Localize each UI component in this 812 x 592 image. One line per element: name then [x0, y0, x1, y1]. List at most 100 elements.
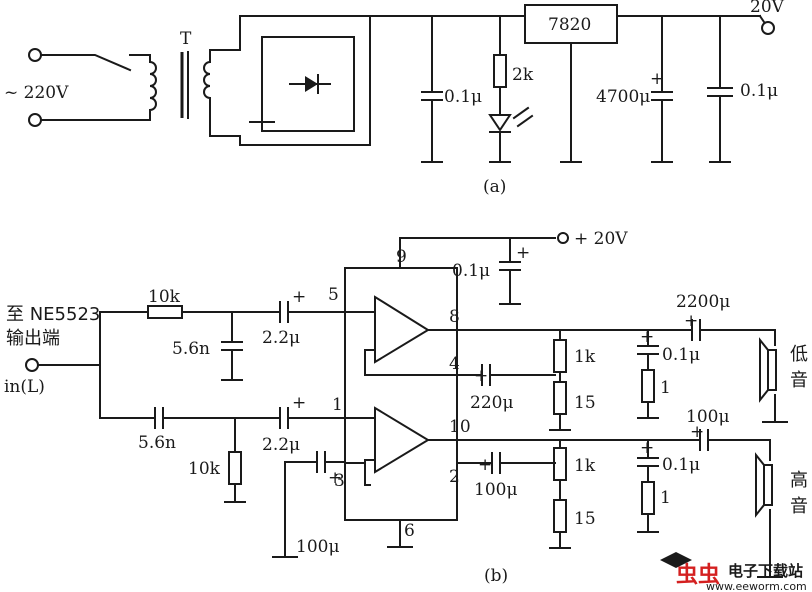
capacitor-100u-pin2 [491, 452, 501, 474]
diode-icon [305, 76, 318, 92]
watermark-url: www.eeworm.com [706, 580, 807, 592]
c-5n6-bot-label: 5.6n [138, 433, 176, 453]
c-2200u-label: 2200μ [676, 292, 730, 312]
pin-3: 3 [334, 471, 345, 491]
c-220u-plus: + [474, 366, 488, 386]
r-15-top-label: 15 [574, 393, 596, 413]
resistor-2k [493, 54, 507, 88]
c-0u1-bot-plus: + [640, 438, 654, 458]
pin-10: 10 [449, 417, 471, 437]
c-2u2-top-plus: + [292, 287, 306, 307]
capacitor-100u-pin3 [316, 451, 326, 473]
r-10k-bot-label: 10k [188, 459, 221, 479]
watermark: 虫虫 电子下载站 www.eeworm.com [660, 552, 807, 592]
input-terminal [25, 358, 39, 372]
caption-b: (b) [484, 566, 508, 586]
pin-4: 4 [449, 354, 460, 374]
speaker-high-label-1: 高 [790, 470, 808, 491]
resistor-10k-top [147, 305, 183, 319]
capacitor-100u-out [699, 429, 709, 451]
c-bulk-label: 4700μ [596, 87, 650, 107]
regulator-label: 7820 [548, 15, 591, 35]
c-5n6-top-label: 5.6n [172, 339, 210, 359]
c-2200u-plus: + [684, 311, 698, 331]
input-label-line3: in(L) [4, 377, 45, 397]
pin-8: 8 [449, 307, 460, 327]
c-bulk-plus: + [650, 69, 664, 89]
input-label-line1: 至 NE5523 [6, 304, 100, 325]
led-icon [488, 114, 512, 132]
supply-label: + 20V [574, 229, 628, 249]
capacitor-4700u [651, 15, 673, 163]
speaker-high-label-2: 音 [790, 496, 808, 517]
graduation-cap-icon [660, 552, 692, 568]
circuit-a [28, 4, 775, 163]
c-100u-pin3-label: 100μ [296, 537, 340, 557]
c-100u-pin3-plus: + [328, 468, 342, 488]
capacitor-supply [499, 237, 521, 305]
mains-label: ~ 220V [4, 83, 69, 103]
caption-a: (a) [483, 177, 506, 197]
r-led-label: 2k [512, 65, 534, 85]
capacitor-2u2-top [279, 301, 289, 323]
pin-2: 2 [449, 467, 460, 487]
c-2u2-bot-label: 2.2μ [262, 435, 300, 455]
transformer-label: T [180, 29, 192, 49]
pin-6: 6 [404, 521, 415, 541]
speaker-low-icon [767, 349, 777, 391]
pin-9: 9 [396, 247, 407, 267]
c-2u2-bot-plus: + [292, 393, 306, 413]
transformer-secondary [203, 49, 211, 137]
r-1k-top-label: 1k [574, 347, 596, 367]
capacitor-0u1-bot [637, 439, 659, 483]
resistor-10k-bot [228, 451, 242, 485]
c-0u1-bot-label: 0.1μ [662, 455, 700, 475]
mains-switch [40, 54, 132, 72]
c-0u1-top-plus: + [640, 327, 654, 347]
capacitor-220u [481, 364, 491, 386]
r-1k-bot-label: 1k [574, 456, 596, 476]
ground-icon [249, 83, 275, 123]
speaker-low-label-1: 低 [790, 344, 808, 365]
capacitor-0u1-b [707, 15, 733, 163]
c-filter2-label: 0.1μ [740, 81, 778, 101]
c-filter1-label: 0.1μ [444, 87, 482, 107]
c-supply-plus: + [516, 243, 530, 263]
capacitor-0u1-top [637, 329, 659, 371]
capacitor-0u1-a [421, 15, 443, 163]
c-2u2-top-label: 2.2μ [262, 328, 300, 348]
resistor-1k-top [553, 339, 567, 373]
capacitor-2u2-bot [279, 407, 289, 429]
c-100u-pin2-plus: + [478, 455, 492, 475]
output-voltage-label: 20V [750, 0, 785, 17]
resistor-1-top [641, 369, 655, 403]
c-100u-pin2-label: 100μ [474, 480, 518, 500]
resistor-15-bot [553, 499, 567, 533]
c-supply-label: 0.1μ [452, 261, 490, 281]
transformer-primary [149, 54, 157, 121]
r-1-top-label: 1 [660, 378, 671, 398]
mains-terminal-top [28, 48, 42, 62]
watermark-logo: 虫虫 [676, 562, 720, 588]
c-220u-label: 220μ [470, 393, 514, 413]
pin-1: 1 [332, 395, 343, 415]
c-100u-out-plus: + [690, 422, 704, 442]
speaker-high-icon [763, 464, 773, 506]
capacitor-2200u [691, 319, 701, 341]
opamp-top-icon [374, 295, 430, 364]
c-100u-out-label: 100μ [686, 407, 730, 427]
mains-terminal-bottom [28, 113, 42, 127]
r-1-bot-label: 1 [660, 488, 671, 508]
r-10k-top-label: 10k [148, 287, 181, 307]
circuit-b [25, 232, 788, 578]
opamp-bottom-icon [374, 406, 430, 474]
pin-5: 5 [328, 285, 339, 305]
input-label-line2: 输出端 [6, 328, 60, 349]
c-0u1-top-label: 0.1μ [662, 345, 700, 365]
capacitor-5n6-bot [154, 407, 164, 429]
r-15-bot-label: 15 [574, 509, 596, 529]
output-terminal [761, 21, 775, 35]
resistor-1-bot [641, 481, 655, 515]
